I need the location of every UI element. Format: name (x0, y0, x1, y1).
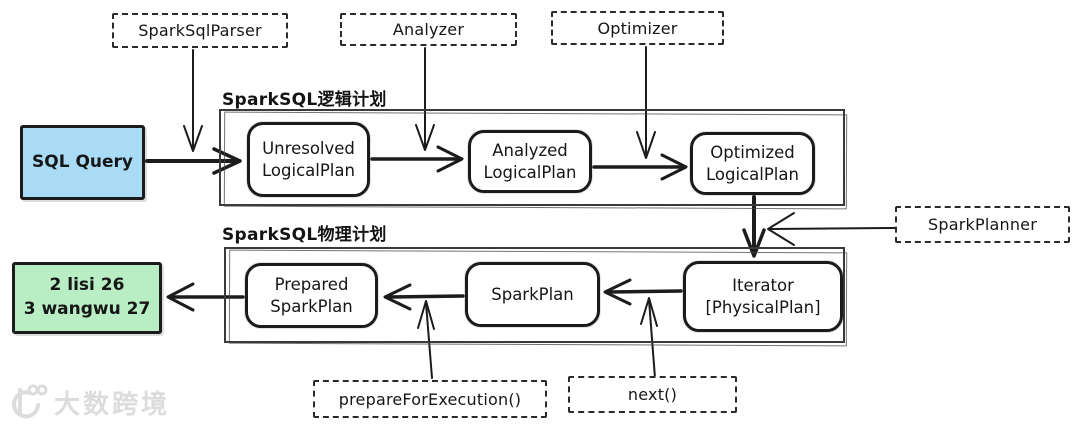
node-label-line: LogicalPlan (483, 162, 577, 182)
callout-next: next() (568, 376, 737, 413)
arrow-sparksqlparser-down (183, 49, 203, 152)
watermark-text: 大数跨境 (54, 389, 171, 420)
callout-analyzer-label: Analyzer (392, 20, 465, 39)
callout-sparkplanner-label: SparkPlanner (928, 215, 1037, 234)
node-label-line: LogicalPlan (262, 160, 355, 180)
sql-query-label: SQL Query (32, 151, 133, 172)
callout-next-label: next() (627, 385, 678, 404)
node-unresolved-logicalplan: Unresolved LogicalPlan (247, 122, 370, 197)
node-label-line: SparkPlan (491, 284, 574, 304)
node-label-line: Prepared (274, 275, 349, 295)
sql-query-box: SQL Query (20, 125, 145, 200)
callout-sparksqlparser-label: SparkSqlParser (138, 21, 262, 40)
node-analyzed-logicalplan: Analyzed LogicalPlan (468, 130, 592, 193)
node-sparkplan: SparkPlan (465, 262, 600, 327)
node-optimized-logicalplan: Optimized LogicalPlan (690, 132, 815, 195)
callout-sparkplanner: SparkPlanner (895, 206, 1070, 243)
node-label-line: Optimized (710, 143, 795, 163)
logical-group-container (219, 109, 845, 206)
arrow-sparkplanner-left (767, 212, 896, 246)
result-row: 3 wangwu 27 (23, 299, 151, 319)
callout-preparefore: prepareForExecution() (313, 380, 547, 418)
node-label-line: Iterator (732, 276, 794, 296)
node-label-line: SparkPlan (270, 296, 353, 316)
watermark-logo-icon (12, 384, 48, 419)
node-prepared-sparkplan: Prepared SparkPlan (245, 263, 378, 328)
physical-group-title: SparkSQL物理计划 (222, 225, 387, 245)
physical-group-container (224, 247, 845, 343)
callout-optimizer-label: Optimizer (597, 18, 678, 38)
callout-preparefore-label: prepareForExecution() (338, 389, 522, 409)
callout-analyzer: Analyzer (340, 13, 517, 46)
result-rows-box: 2 lisi 26 3 wangwu 27 (12, 262, 162, 334)
node-label-line: [PhysicalPlan] (705, 297, 821, 317)
node-label-line: Analyzed (492, 141, 568, 161)
callout-optimizer: Optimizer (551, 11, 724, 45)
watermark: 大数跨境 (8, 382, 170, 422)
node-label-line: LogicalPlan (706, 164, 799, 184)
callout-sparksqlparser: SparkSqlParser (112, 13, 288, 48)
logical-group-title: SparkSQL逻辑计划 (222, 90, 387, 110)
result-row: 2 lisi 26 (49, 275, 125, 296)
node-iterator-physicalplan: Iterator [PhysicalPlan] (683, 261, 843, 332)
node-label-line: Unresolved (262, 139, 355, 159)
